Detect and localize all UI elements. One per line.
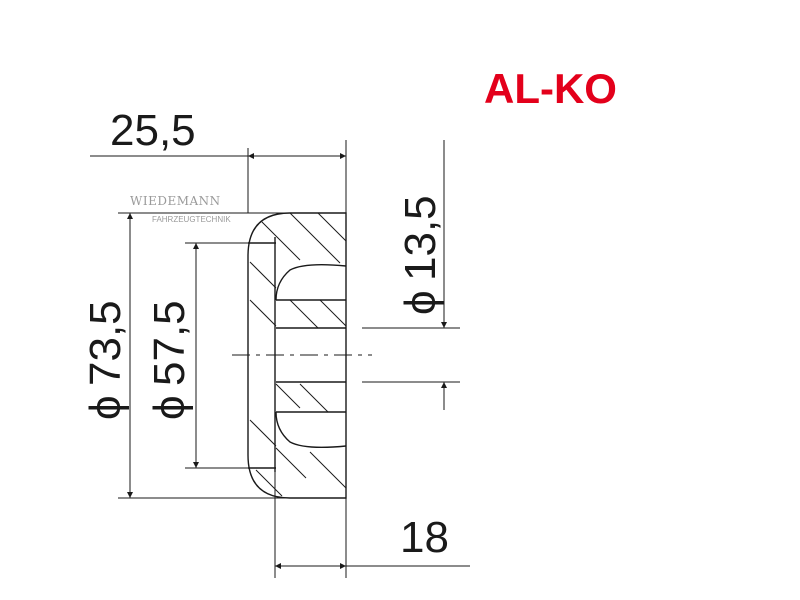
dimension-inner <box>185 242 248 469</box>
dim-width-label: 25,5 <box>110 106 196 155</box>
wiedemann-watermark: WIEDEMANN FAHRZEUGTECHNIK <box>130 194 231 224</box>
dim-bore-symbol: ϕ <box>396 290 445 315</box>
dim-bore-group: ϕ 13,5 <box>396 195 445 315</box>
dim-thickness-label: 18 <box>400 513 449 562</box>
dim-inner-group: ϕ 57,5 <box>145 300 194 420</box>
dimension-width <box>90 140 347 213</box>
watermark-line2: FAHRZEUGTECHNIK <box>152 215 231 224</box>
part-section <box>247 212 347 499</box>
dimension-bore <box>362 140 460 410</box>
upper-pocket <box>275 263 347 301</box>
dimension-thickness <box>274 472 470 578</box>
watermark-line1: WIEDEMANN <box>130 194 221 208</box>
part-outline <box>247 212 347 499</box>
dim-inner-symbol: ϕ <box>145 395 194 420</box>
dim-outer-label: 73,5 <box>81 300 130 386</box>
lower-pocket <box>275 411 347 449</box>
section-hatching <box>249 212 347 497</box>
dimension-outer <box>118 212 290 499</box>
dim-bore-label: 13,5 <box>396 195 445 281</box>
dim-outer-symbol: ϕ <box>81 395 130 420</box>
dim-inner-label: 57,5 <box>145 300 194 386</box>
al-ko-logo: AL-KO <box>484 65 617 112</box>
dim-outer-group: ϕ 73,5 <box>81 300 130 420</box>
